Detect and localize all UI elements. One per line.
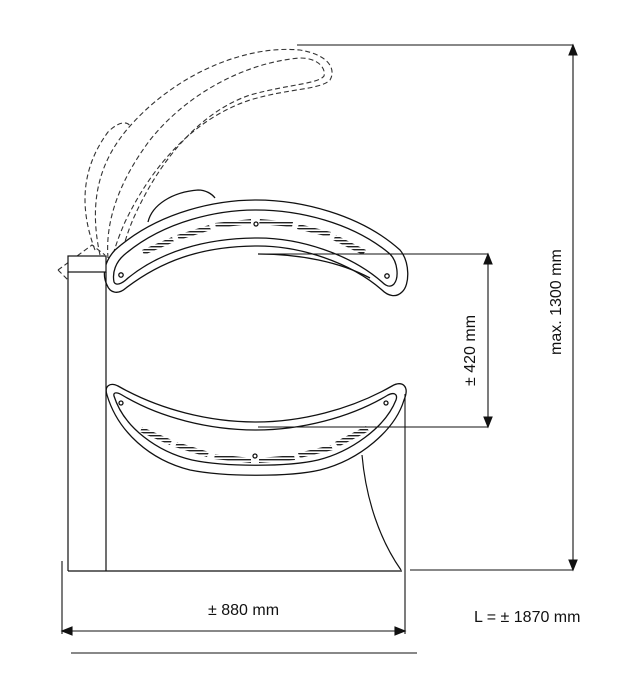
width-dimension-label: ± 880 mm bbox=[208, 602, 280, 619]
base-frame bbox=[67, 255, 402, 572]
length-dimension-label: L = ± 1870 mm bbox=[474, 609, 581, 626]
dimension-lines bbox=[60, 43, 578, 654]
height-dimension-label: max. 1300 mm bbox=[548, 249, 565, 355]
canopy-upper-unit bbox=[103, 189, 409, 297]
gap-dimension-label: ± 420 mm bbox=[462, 314, 479, 386]
bench-lower-unit bbox=[105, 383, 407, 476]
canopy-open-position-outline bbox=[57, 48, 333, 281]
